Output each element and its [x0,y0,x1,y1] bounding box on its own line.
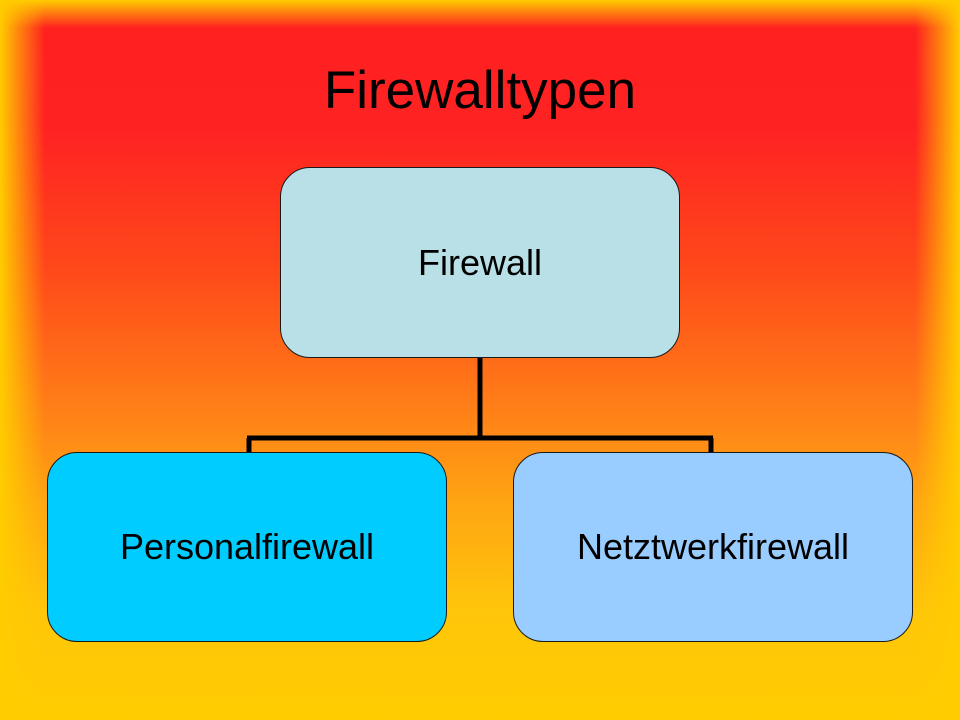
node-firewall-label: Firewall [417,241,542,283]
node-netzwerkfirewall-label: Netztwerkfirewall [576,526,850,567]
node-firewall: Firewall [280,167,680,358]
node-netzwerkfirewall: Netztwerkfirewall [513,452,913,642]
node-personalfirewall-label: Personalfirewall [119,526,375,567]
slide-title: Firewalltypen [323,61,637,120]
node-personalfirewall: Personalfirewall [47,452,447,642]
